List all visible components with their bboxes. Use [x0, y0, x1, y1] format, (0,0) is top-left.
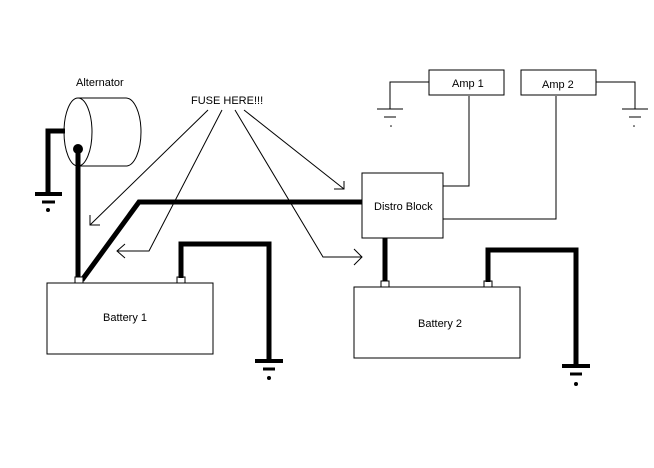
amp-2: Amp 2	[520, 69, 597, 96]
amp-2-label: Amp 2	[542, 79, 574, 91]
fuse-arrow	[243, 109, 345, 190]
battery2-ground-wire	[485, 247, 579, 366]
distro-block: Distro Block	[361, 172, 444, 239]
amp-1: Amp 1	[428, 69, 505, 96]
distro-to-amp1-wire	[443, 96, 470, 187]
battery-1-positive-terminal	[74, 276, 84, 284]
fuse-arrow	[89, 109, 209, 226]
battery-2: Battery 2	[353, 280, 521, 359]
ground-icon	[377, 108, 403, 127]
battery1-to-distro-wire	[79, 199, 362, 282]
distro-block-body	[361, 172, 444, 239]
amp1-ground-wire	[389, 81, 429, 109]
alternator-body	[78, 97, 142, 167]
fuse-note: FUSE HERE!!!	[191, 95, 263, 107]
alternator-ground-wire	[45, 128, 65, 194]
fuse-arrow	[116, 109, 223, 259]
battery-2-label: Battery 2	[418, 318, 462, 330]
alternator-label: Alternator	[76, 77, 124, 89]
battery-1-label: Battery 1	[103, 312, 147, 324]
distro-block-label: Distro Block	[374, 201, 433, 213]
battery1-ground-wire	[178, 241, 272, 361]
amp-2-body	[520, 69, 597, 96]
battery-2-positive-terminal	[380, 280, 390, 288]
amp2-ground-wire	[596, 81, 636, 109]
battery-2-body	[353, 286, 521, 359]
amp-1-label: Amp 1	[452, 78, 484, 90]
ground-icon	[562, 364, 590, 386]
fuse-arrow	[234, 109, 363, 266]
battery-1: Battery 1	[46, 276, 214, 355]
battery-1-body	[46, 282, 214, 355]
distro-to-amp2-wire	[443, 96, 557, 220]
ground-icon	[622, 108, 648, 127]
ground-icon	[35, 192, 62, 212]
ground-icon	[255, 359, 283, 380]
